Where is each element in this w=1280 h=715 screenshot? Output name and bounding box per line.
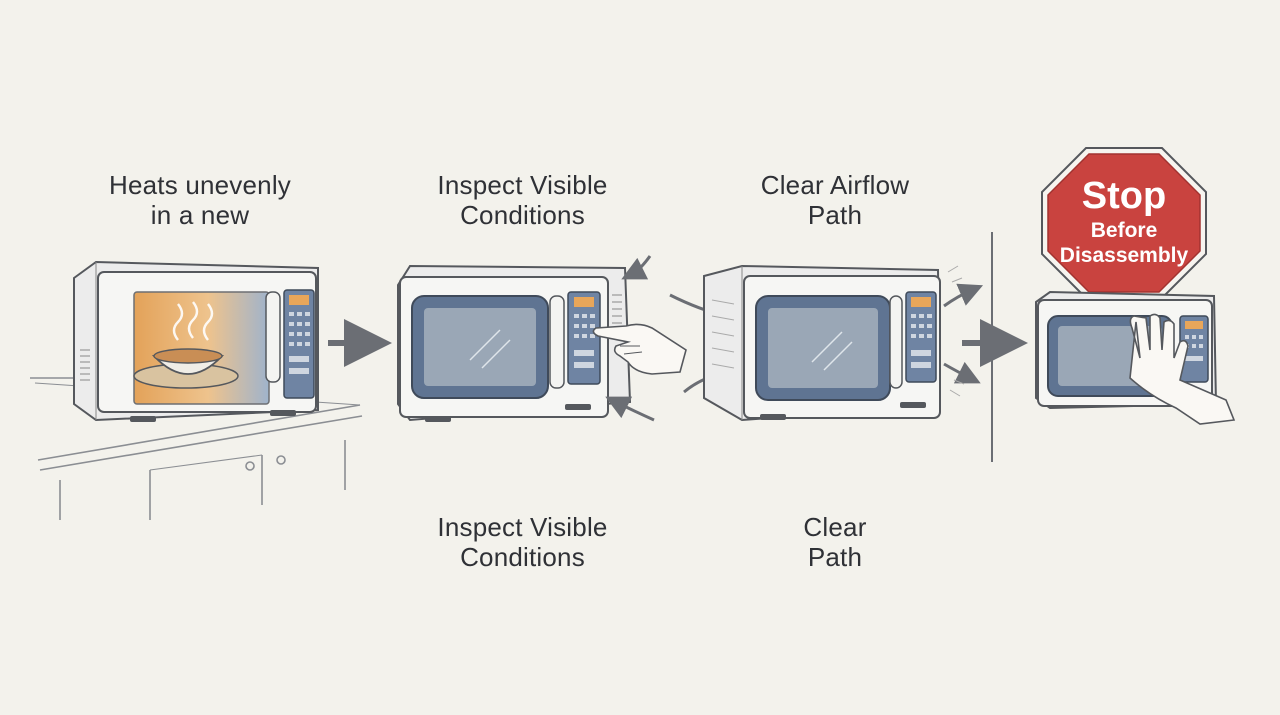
- microwave-3: [703, 264, 942, 422]
- stop-hand-icon: [1129, 313, 1236, 425]
- stop-sign-line-2: Disassembly: [1060, 244, 1189, 267]
- step-3-caption-line-2: Path: [807, 200, 863, 230]
- microwave-1: [73, 260, 319, 422]
- stop-sign-icon: Stop Before Disassembly: [1041, 147, 1207, 299]
- step-2-caption-line-2: Conditions: [460, 200, 585, 230]
- microwave-2: [397, 264, 632, 422]
- step-1-caption-line-2: in a new: [150, 200, 250, 230]
- airflow-arrows-out: [943, 283, 984, 384]
- stop-sign-title: Stop: [1082, 175, 1166, 217]
- stop-sign-line-1: Before: [1091, 219, 1158, 242]
- lower-caption-clear: Clear Path: [735, 512, 935, 572]
- lower-caption-inspect: Inspect Visible Conditions: [400, 512, 645, 572]
- pointing-hand-icon: [592, 323, 687, 375]
- lower-caption-clear-line-1: Clear: [803, 512, 867, 542]
- lower-caption-inspect-line-2: Conditions: [460, 542, 585, 572]
- step-3-caption-line-1: Clear Airflow: [760, 170, 910, 200]
- lower-caption-inspect-line-1: Inspect Visible: [437, 512, 608, 542]
- step-2-caption-line-1: Inspect Visible: [437, 170, 608, 200]
- inspect-arrows: [605, 255, 655, 422]
- airflow-lines: [947, 265, 965, 397]
- step-1-caption: Heats unevenly in a new: [80, 170, 320, 230]
- step-3-caption: Clear Airflow Path: [720, 170, 950, 230]
- step-2-caption: Inspect Visible Conditions: [400, 170, 645, 230]
- lower-caption-clear-line-2: Path: [807, 542, 863, 572]
- step-1-caption-line-1: Heats unevenly: [108, 170, 292, 200]
